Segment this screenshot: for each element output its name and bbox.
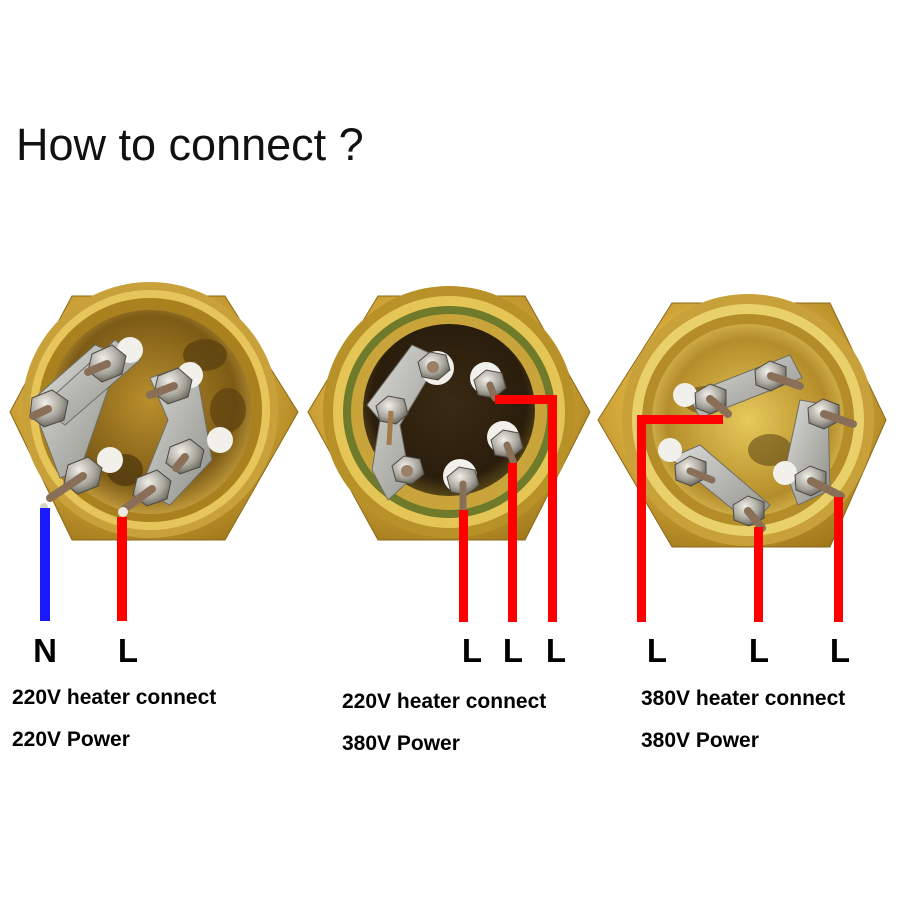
live-wire-3a-horizontal: [637, 415, 723, 424]
heater-2: [307, 286, 591, 541]
live-wire-2c: [548, 395, 557, 622]
live-wire-1: [117, 517, 127, 621]
heater-3: [597, 294, 887, 548]
terminal-label-live: L: [502, 632, 524, 669]
heater-connect-caption: 220V heater connect: [342, 690, 547, 713]
terminal-label-live: L: [748, 632, 770, 669]
live-wire-3c: [834, 497, 843, 622]
live-wire-2b: [508, 463, 517, 622]
terminal-label-live: L: [646, 632, 668, 669]
live-wire-3a: [637, 415, 646, 622]
heater-connect-caption: 220V heater connect: [12, 686, 217, 709]
terminal-label-live: L: [117, 632, 139, 669]
power-caption: 220V Power: [12, 728, 130, 751]
power-caption: 380V Power: [641, 729, 759, 752]
heater-connect-caption: 380V heater connect: [641, 687, 846, 710]
terminal-label-live: L: [461, 632, 483, 669]
page-title: How to connect ?: [16, 119, 364, 170]
terminal-label-neutral: N: [33, 632, 57, 669]
terminal-label-live: L: [545, 632, 567, 669]
power-caption: 380V Power: [342, 732, 460, 755]
live-wire-2c-horizontal: [495, 395, 557, 404]
heater-1: [9, 282, 299, 541]
neutral-wire-1: [40, 508, 50, 621]
live-wire-3b: [754, 527, 763, 622]
live-wire-2a: [459, 510, 468, 622]
terminal-label-live: L: [829, 632, 851, 669]
